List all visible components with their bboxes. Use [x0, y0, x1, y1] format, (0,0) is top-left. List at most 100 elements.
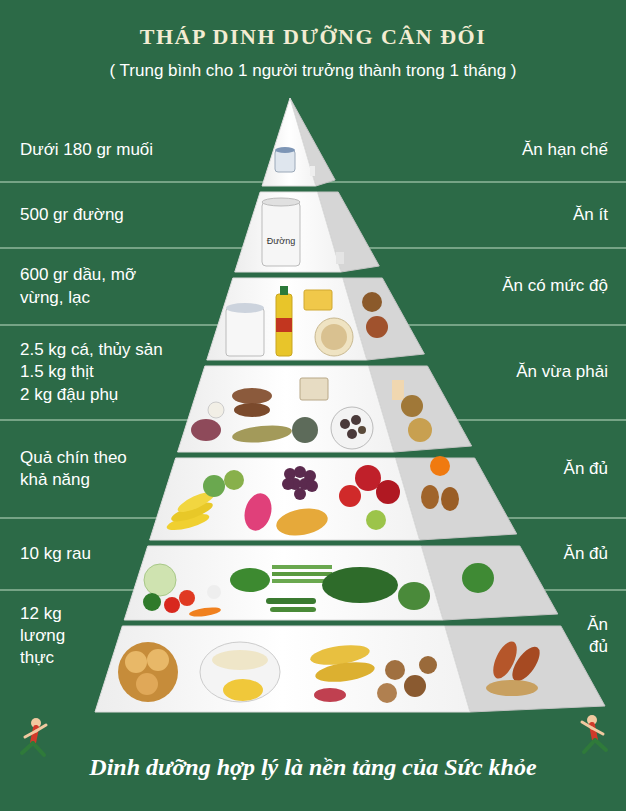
- pyramid-tier: [178, 366, 394, 452]
- food-shape: [143, 593, 161, 611]
- advice-label: Ăn đủ: [528, 543, 608, 565]
- amount-label: Quả chín theo khả năng: [20, 447, 138, 491]
- food-shape: [300, 378, 328, 400]
- nutrition-band: Dưới 180 gr muối Ăn hạn chế: [0, 118, 626, 182]
- food-shape: [125, 651, 147, 673]
- food-shape: [234, 403, 270, 417]
- food-shape: [203, 475, 225, 497]
- food-shape: [376, 480, 400, 504]
- food-shape: [362, 292, 382, 312]
- food-shape: [230, 568, 270, 592]
- runner-figure: [592, 728, 603, 734]
- band-right: Ăn đủ: [528, 458, 608, 480]
- food-shape: [366, 510, 386, 530]
- amount-label: 2.5 kg cá, thủy sản: [20, 339, 210, 361]
- food-shape: [200, 642, 280, 702]
- food-shape: [314, 659, 376, 685]
- food-shape: [398, 582, 430, 610]
- food-shape: [419, 656, 437, 674]
- advice-label: Ăn đủ: [568, 614, 608, 658]
- food-shape: [212, 650, 268, 670]
- subtitle: ( Trung bình cho 1 người trưởng thành tr…: [0, 61, 626, 81]
- food-shape: [179, 590, 195, 606]
- food-shape: [292, 417, 318, 443]
- band-right: Ăn đủ: [528, 543, 608, 565]
- food-shape: [322, 567, 398, 603]
- food-shape: [421, 485, 439, 509]
- nutrition-band: 500 gr đường Ăn ít: [0, 182, 626, 248]
- food-shape: [270, 607, 316, 612]
- nutrition-band: 600 gr dầu, mỡ vừng, lạc Ăn có mức độ: [0, 248, 626, 325]
- food-shape: [274, 505, 330, 540]
- food-shape: [340, 419, 350, 429]
- runner-figure: [22, 743, 33, 753]
- food-shape: [321, 324, 347, 350]
- runner-figure: [582, 722, 592, 728]
- pyramid-tier: [262, 98, 316, 186]
- nutrition-band: 2.5 kg cá, thủy sản1.5 kg thịt2 kg đậu p…: [0, 325, 626, 420]
- food-shape: [262, 198, 300, 206]
- food-shape: [314, 688, 346, 702]
- food-shape: [118, 642, 178, 702]
- food-shape: [294, 488, 306, 500]
- title: THÁP DINH DƯỠNG CÂN ĐỐI: [0, 23, 626, 52]
- food-shape: [331, 407, 373, 449]
- amount-label: 600 gr dầu, mỡ vừng, lạc: [20, 264, 160, 308]
- food-shape: [315, 318, 353, 356]
- advice-label: Ăn ít: [488, 204, 608, 226]
- band-left: 600 gr dầu, mỡ vừng, lạc: [20, 264, 160, 308]
- food-shape: [408, 418, 432, 442]
- band-left: 500 gr đường: [20, 204, 220, 226]
- amount-label: 500 gr đường: [20, 204, 220, 226]
- band-left: 2.5 kg cá, thủy sản1.5 kg thịt2 kg đậu p…: [20, 339, 210, 405]
- food-shape: [304, 290, 332, 310]
- food-shape: [272, 572, 332, 576]
- band-right: Ăn hạn chế: [468, 139, 608, 161]
- food-shape: [275, 150, 295, 172]
- runner-figure: [584, 740, 595, 752]
- pyramid-tier: [124, 546, 443, 620]
- band-right: Ăn có mức độ: [478, 275, 608, 297]
- food-shape: [336, 252, 344, 264]
- food-shape: [226, 308, 264, 356]
- nutrition-band: 12 kg lương thực Ăn đủ: [0, 590, 626, 682]
- food-shape: [280, 286, 288, 295]
- jar-label: Đường: [258, 236, 304, 247]
- band-left: Quả chín theo khả năng: [20, 447, 138, 491]
- food-shape: [208, 402, 224, 418]
- food-shape: [276, 294, 292, 356]
- food-shape: [164, 597, 180, 613]
- pyramid-side: [445, 626, 605, 712]
- band-left: Dưới 180 gr muối: [20, 139, 220, 161]
- food-shape: [404, 675, 426, 697]
- amount-label: 12 kg lương thực: [20, 603, 92, 669]
- food-shape: [147, 649, 169, 671]
- food-shape: [377, 683, 397, 703]
- amount-label: 1.5 kg thịt: [20, 361, 210, 383]
- food-shape: [385, 660, 405, 680]
- food-shape: [262, 202, 300, 266]
- band-right: Ăn ít: [488, 204, 608, 226]
- amount-label: Dưới 180 gr muối: [20, 139, 220, 161]
- food-shape: [136, 673, 158, 695]
- food-shape: [189, 606, 222, 618]
- food-shape: [226, 303, 264, 313]
- pyramid-tier: [150, 458, 420, 540]
- advice-label: Ăn vừa phải: [478, 361, 608, 383]
- runner-figure: [36, 725, 46, 731]
- pyramid-tier: [207, 278, 367, 360]
- food-shape: [306, 480, 318, 492]
- band-right: Ăn đủ: [568, 614, 608, 658]
- amount-label: 10 kg rau: [20, 543, 130, 565]
- food-shape: [241, 490, 276, 533]
- pyramid-tier: [235, 192, 341, 272]
- advice-label: Ăn có mức độ: [478, 275, 608, 297]
- nutrition-band: Quả chín theo khả năng Ăn đủ: [0, 420, 626, 518]
- food-shape: [266, 598, 316, 604]
- food-shape: [272, 565, 332, 569]
- amount-label: 2 kg đậu phụ: [20, 384, 210, 406]
- food-shape: [207, 585, 221, 599]
